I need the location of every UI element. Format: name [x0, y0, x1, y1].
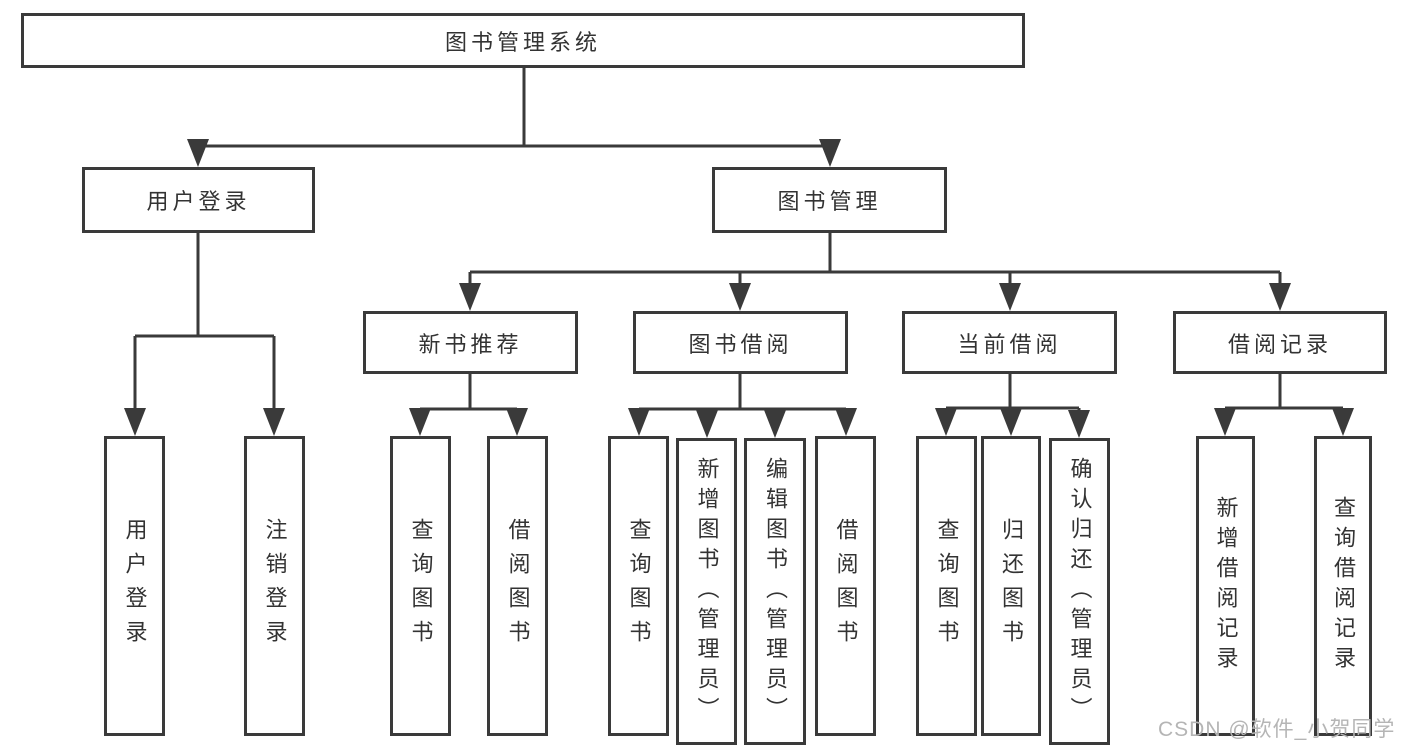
node-new-book-recommendation: 新书推荐 [363, 311, 578, 374]
node-book-borrowing: 图书借阅 [633, 311, 848, 374]
leaf-search-borrow-record: 查询借阅记录 [1314, 436, 1372, 736]
node-borrowing-records: 借阅记录 [1173, 311, 1387, 374]
leaf-confirm-return-admin: 确认归还（管理员） [1049, 438, 1110, 745]
connector-root-to-level2 [196, 66, 832, 152]
leaf-search-books-recommend: 查询图书 [390, 436, 451, 736]
connector-book-borrowing-to-leaves [637, 373, 848, 414]
connector-user-login-to-leaves [133, 231, 276, 412]
leaf-borrow-books-recommend: 借阅图书 [487, 436, 548, 736]
node-current-borrowing: 当前借阅 [902, 311, 1117, 374]
node-user-login: 用户登录 [82, 167, 315, 233]
leaf-borrow-books-borrowing: 借阅图书 [815, 436, 876, 736]
leaf-logout: 注销登录 [244, 436, 305, 736]
leaf-search-books-current: 查询图书 [916, 436, 977, 736]
connector-book-management-to-level3 [468, 231, 1282, 288]
leaf-return-books: 归还图书 [981, 436, 1041, 736]
connector-new-book-to-leaves [418, 373, 519, 412]
node-library-system: 图书管理系统 [21, 13, 1025, 68]
leaf-search-books-borrowing: 查询图书 [608, 436, 669, 736]
connector-current-borrowing-to-leaves [944, 373, 1081, 414]
connector-borrowing-records-to-leaves [1223, 373, 1345, 412]
leaf-edit-books-admin: 编辑图书（管理员） [744, 438, 806, 745]
leaf-add-books-admin: 新增图书（管理员） [676, 438, 737, 745]
watermark: CSDN @软件_小贺同学 [1158, 718, 1396, 741]
leaf-add-borrow-record: 新增借阅记录 [1196, 436, 1255, 736]
node-book-management: 图书管理 [712, 167, 947, 233]
leaf-user-login: 用户登录 [104, 436, 165, 736]
